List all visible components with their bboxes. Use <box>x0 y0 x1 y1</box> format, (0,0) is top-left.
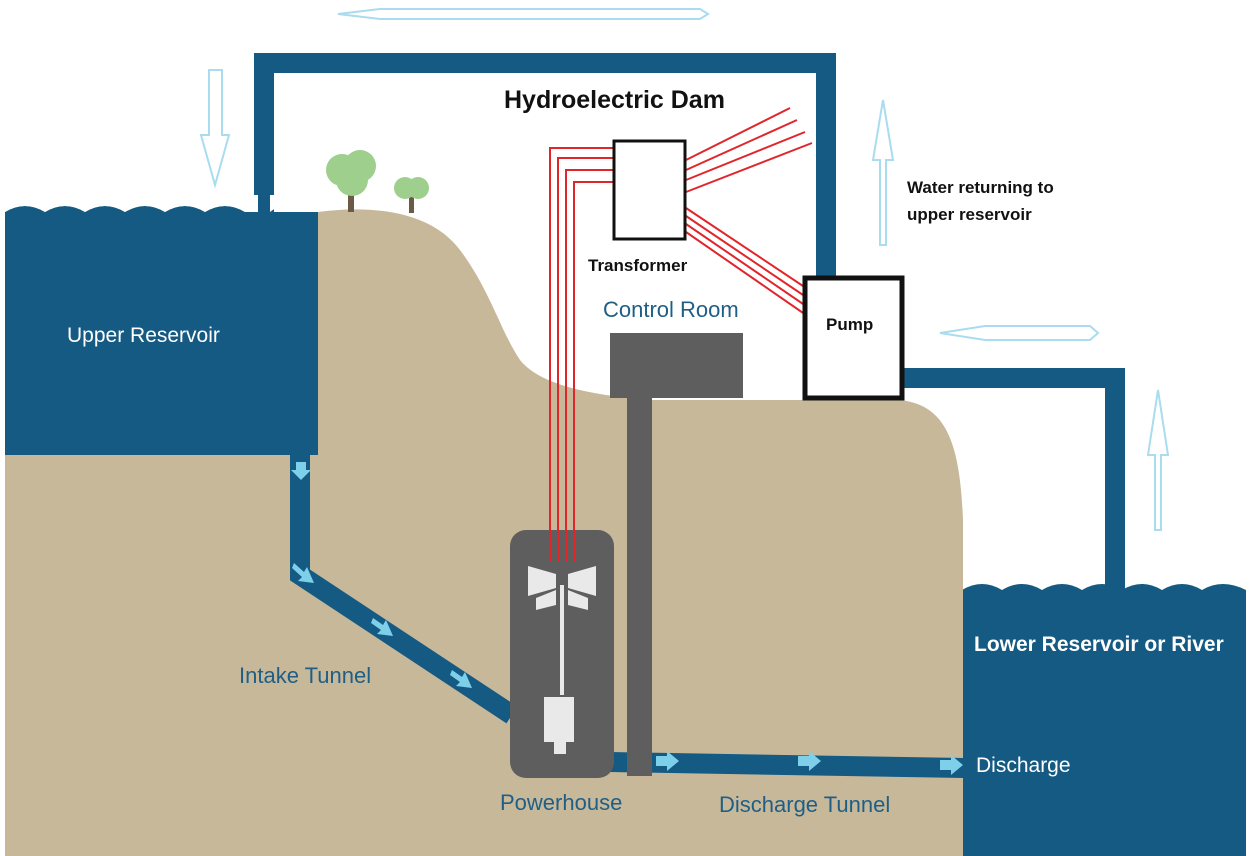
earth-terrain <box>5 209 963 856</box>
arrow-right-icon <box>940 755 963 775</box>
tree-icon <box>394 177 429 213</box>
powerhouse-label: Powerhouse <box>500 790 623 815</box>
arrow-right-icon <box>656 751 679 771</box>
control-room-building <box>610 333 743 398</box>
tree-icon <box>326 150 376 212</box>
arrow-right-icon <box>291 462 311 480</box>
pump-box <box>802 275 905 401</box>
upper-reservoir-label: Upper Reservoir <box>67 324 220 347</box>
diagram-title: Hydroelectric Dam <box>504 86 725 114</box>
control-room-shaft <box>627 398 652 776</box>
water-returning-label-line1: Water returning to <box>907 178 1054 197</box>
lower-reservoir-water <box>962 584 1246 856</box>
discharge-tunnel-label: Discharge Tunnel <box>719 792 891 817</box>
control-room-label: Control Room <box>603 297 739 322</box>
arrow-right-icon <box>798 751 821 771</box>
lower-up-arrow-icon <box>1146 389 1170 531</box>
power-lines <box>549 107 813 562</box>
return-up-arrow-icon <box>871 99 895 246</box>
discharge-label: Discharge <box>976 754 1071 777</box>
pump-label: Pump <box>826 315 874 334</box>
water-returning-label-line2: upper reservoir <box>907 205 1032 224</box>
intake-tunnel-label: Intake Tunnel <box>239 663 372 688</box>
rain-down-arrow-icon <box>199 69 231 189</box>
arrow-right-icon <box>371 618 393 636</box>
upper-reservoir-surface <box>5 195 258 212</box>
turbine-icon <box>528 566 596 695</box>
transformer-box <box>612 139 687 241</box>
pump-return-arrow-icon <box>939 325 1100 341</box>
return-pipe-lower <box>900 368 1125 590</box>
upper-reservoir-surface-right <box>270 195 318 212</box>
top-flow-arrow-icon <box>337 8 710 20</box>
transformer-label: Transformer <box>588 256 688 275</box>
return-pipe-upper <box>254 53 836 280</box>
generator-icon <box>544 697 574 754</box>
lower-reservoir-label: Lower Reservoir or River <box>974 633 1224 656</box>
upper-reservoir-basin <box>5 212 318 455</box>
arrow-right-icon <box>450 670 472 688</box>
arrow-right-icon <box>292 563 314 583</box>
